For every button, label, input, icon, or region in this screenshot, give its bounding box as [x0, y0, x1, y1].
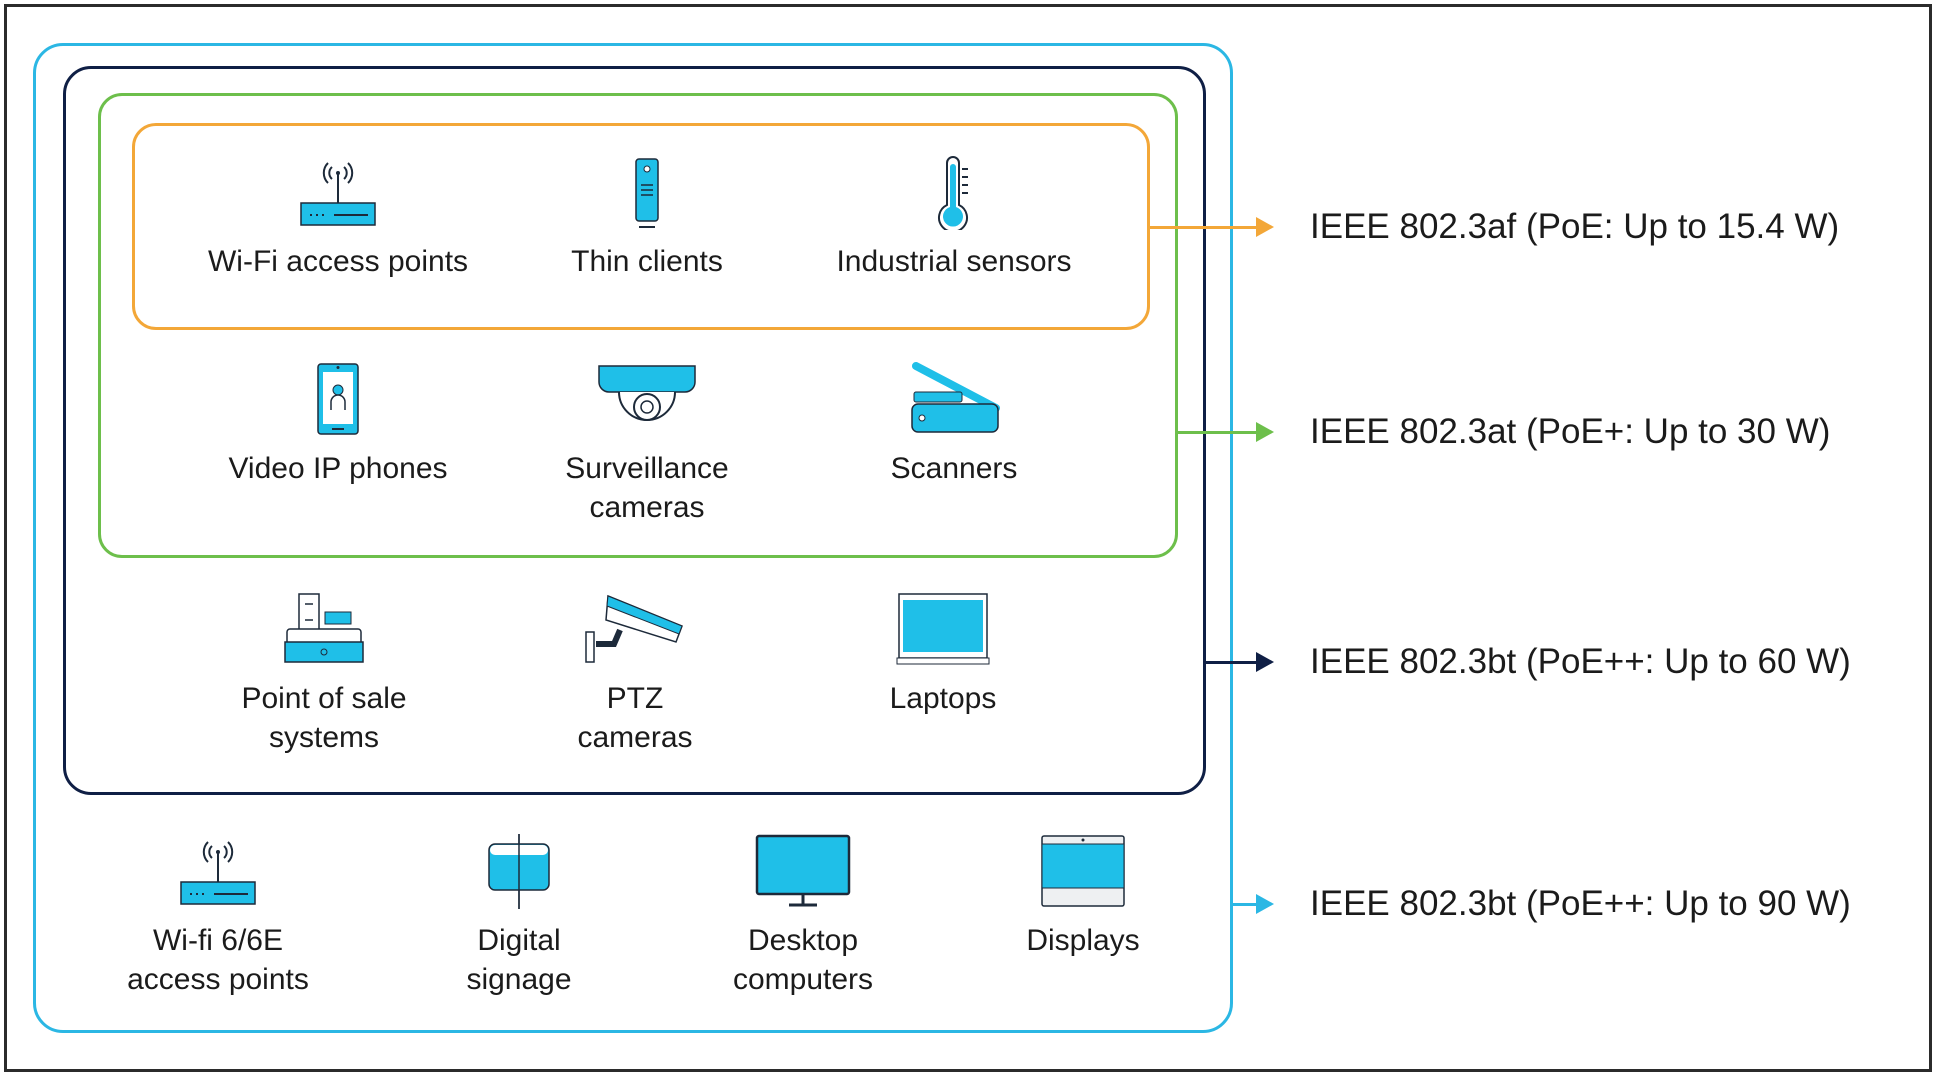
device-label: Scanners	[890, 452, 1018, 485]
arrow-30w	[1178, 422, 1274, 442]
thin-client-icon	[635, 158, 659, 228]
device-display: Displays	[913, 834, 1253, 960]
device-video-ip-phone: Video IP phones	[168, 362, 508, 488]
tier-15w-box	[132, 123, 1150, 330]
device-wifi-ap: Wi-Fi access points	[168, 155, 508, 281]
tier-60w-box	[63, 66, 1206, 795]
thermometer-icon	[938, 156, 968, 230]
diagram-frame	[4, 4, 1932, 1072]
device-label: Laptops	[889, 682, 997, 715]
device-point-of-sale: Point of sale systems	[154, 592, 494, 757]
device-label: Industrial sensors	[836, 245, 1072, 278]
desktop-monitor-icon	[755, 834, 851, 907]
device-label: Digital	[477, 924, 561, 957]
device-label: Point of sale	[241, 682, 407, 715]
digital-signage-icon	[488, 834, 550, 909]
device-label: Displays	[1026, 924, 1140, 957]
device-label: Desktop	[747, 924, 859, 957]
device-label: Thin clients	[571, 245, 723, 278]
device-label: cameras	[589, 491, 705, 524]
device-laptop: Laptops	[773, 592, 1113, 718]
standard-label-90w: IEEE 802.3bt (PoE++: Up to 90 W)	[1310, 884, 1851, 923]
arrow-15w	[1150, 217, 1274, 237]
standard-label-60w: IEEE 802.3bt (PoE++: Up to 60 W)	[1310, 642, 1851, 681]
device-label: systems	[268, 721, 379, 754]
device-label: computers	[732, 963, 874, 996]
video-phone-icon	[317, 363, 359, 435]
arrow-90w	[1233, 894, 1274, 914]
wifi-access-point-icon	[300, 162, 376, 226]
device-ptz-camera: PTZ cameras	[465, 592, 805, 757]
device-label: PTZ	[606, 682, 664, 715]
scanner-icon	[911, 362, 1000, 433]
device-label: Wi-fi 6/6E	[152, 924, 284, 957]
device-thin-client: Thin clients	[477, 155, 817, 281]
device-industrial-sensor: Industrial sensors	[784, 155, 1124, 281]
device-desktop-computer: Desktop computers	[633, 834, 973, 999]
device-label: cameras	[577, 721, 693, 754]
laptop-icon	[896, 593, 990, 665]
device-label: signage	[466, 963, 572, 996]
device-wifi6-ap: Wi-fi 6/6E access points	[48, 834, 388, 999]
device-digital-signage: Digital signage	[349, 834, 689, 999]
device-label: access points	[127, 963, 309, 996]
tier-90w-box	[33, 43, 1233, 1033]
pos-terminal-icon	[284, 593, 364, 663]
standard-label-15w: IEEE 802.3af (PoE: Up to 15.4 W)	[1310, 207, 1840, 246]
device-label: Video IP phones	[228, 452, 448, 485]
device-label: Wi-Fi access points	[207, 245, 469, 278]
tier-30w-box	[98, 93, 1178, 558]
device-scanner: Scanners	[784, 362, 1124, 488]
device-label: Surveillance	[565, 452, 729, 485]
arrow-60w	[1206, 652, 1274, 672]
dome-camera-icon	[598, 365, 696, 421]
display-icon	[1041, 835, 1125, 907]
device-surveillance-camera: Surveillance cameras	[477, 362, 817, 527]
ptz-camera-icon	[585, 594, 683, 663]
standard-label-30w: IEEE 802.3at (PoE+: Up to 30 W)	[1310, 412, 1831, 451]
wifi-access-point-icon	[180, 841, 256, 905]
